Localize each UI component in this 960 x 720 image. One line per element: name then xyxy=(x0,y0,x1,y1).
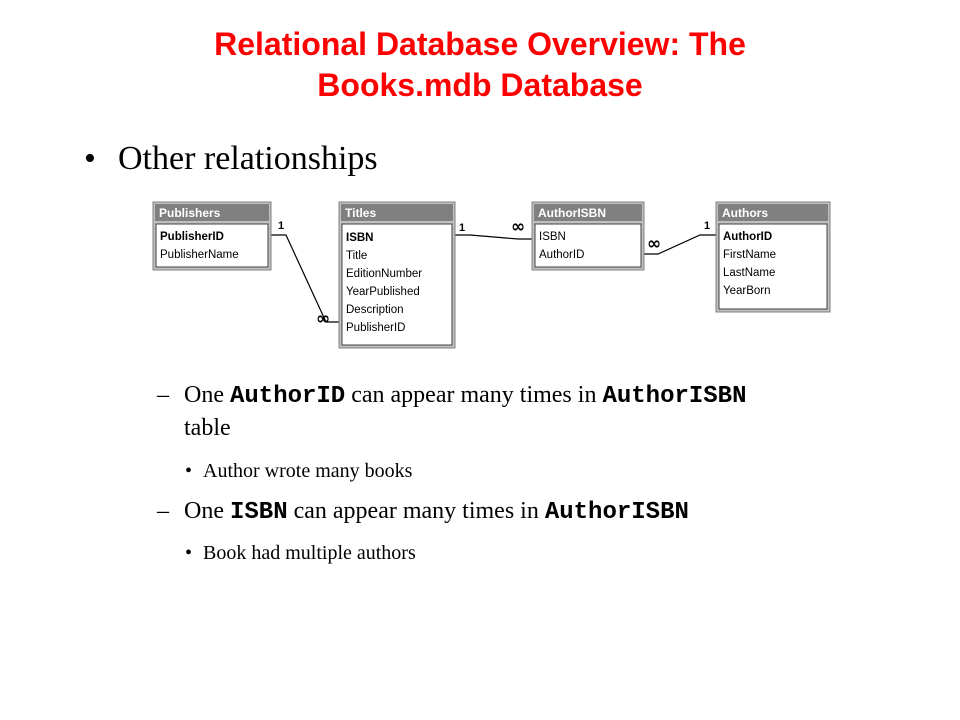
field-editionnumber: EditionNumber xyxy=(346,268,422,280)
one-label-titles: 1 xyxy=(459,222,465,234)
relation-titles-authorisbn xyxy=(455,234,532,240)
relation-authorisbn-authors xyxy=(644,234,716,255)
table-titles[interactable]: Titles ISBN Title EditionNumber YearPubl… xyxy=(338,201,456,349)
sub-bullet-isbn: –One ISBN can appear many times in Autho… xyxy=(157,497,689,527)
code-authorisbn-2: AuthorISBN xyxy=(544,499,689,526)
many-label-authorisbn-right: ∞ xyxy=(647,234,661,254)
bullet-text: Other relationships xyxy=(118,140,378,177)
dash-marker: – xyxy=(157,382,169,408)
field-publishername: PublisherName xyxy=(160,249,239,261)
bullet-dot: • xyxy=(84,140,96,177)
subsub1-text: Author wrote many books xyxy=(203,460,413,482)
sub1-mid: can appear many times in xyxy=(345,382,603,408)
subsub-book-multiple-authors: • Book had multiple authors xyxy=(185,540,416,566)
field-title: Title xyxy=(346,250,367,262)
field-publisherid: PublisherID xyxy=(160,231,224,243)
field-yearborn: YearBorn xyxy=(723,285,771,297)
code-authorisbn: AuthorISBN xyxy=(602,383,747,410)
table-publishers[interactable]: Publishers PublisherID PublisherName xyxy=(152,201,272,271)
table-title-authors: Authors xyxy=(722,206,768,220)
field-isbn-fk: ISBN xyxy=(539,231,566,243)
field-lastname: LastName xyxy=(723,267,775,279)
sub-bullet-authorid-line2: table xyxy=(157,414,231,443)
sub1-line2: table xyxy=(184,415,231,441)
table-title-titles: Titles xyxy=(345,206,376,220)
table-authors[interactable]: Authors AuthorID FirstName LastName Year… xyxy=(715,201,831,313)
sub-bullet-authorid: –One AuthorID can appear many times in A… xyxy=(157,381,746,411)
many-label-titles: ∞ xyxy=(316,309,330,329)
field-description: Description xyxy=(346,304,404,316)
bullet-dot-small: • xyxy=(185,460,193,482)
slide-title-line-1: Relational Database Overview: The xyxy=(214,26,746,62)
dash-marker: – xyxy=(157,498,169,524)
field-authorid: AuthorID xyxy=(723,231,772,243)
sub2-mid: can appear many times in xyxy=(287,498,545,524)
table-authorisbn[interactable]: AuthorISBN ISBN AuthorID xyxy=(531,201,645,271)
subsub2-text: Book had multiple authors xyxy=(203,542,416,564)
field-publisherid-fk: PublisherID xyxy=(346,322,405,334)
field-yearpublished: YearPublished xyxy=(346,286,420,298)
code-authorid: AuthorID xyxy=(229,383,346,410)
one-label-publishers: 1 xyxy=(278,220,284,232)
field-firstname: FirstName xyxy=(723,249,776,261)
slide-title: Relational Database Overview: The Books.… xyxy=(0,24,960,106)
sub1-pre: One xyxy=(184,382,230,408)
relation-publishers-titles xyxy=(271,234,339,323)
field-isbn: ISBN xyxy=(346,232,373,244)
code-isbn: ISBN xyxy=(229,499,288,526)
field-authorid-fk: AuthorID xyxy=(539,249,584,261)
relationship-diagram: 1 ∞ 1 ∞ ∞ 1 Publishers PublisherID Publi… xyxy=(152,201,831,349)
table-title-authorisbn: AuthorISBN xyxy=(538,206,606,220)
relationship-lines: 1 ∞ 1 ∞ ∞ 1 xyxy=(271,217,716,329)
one-label-authors: 1 xyxy=(704,220,710,232)
bullet-other-relationships: • Other relationships xyxy=(84,137,378,181)
many-label-authorisbn-left: ∞ xyxy=(511,217,525,237)
sub2-pre: One xyxy=(184,498,230,524)
slide-title-line-2: Books.mdb Database xyxy=(317,67,643,103)
table-title-publishers: Publishers xyxy=(159,206,221,220)
bullet-dot-small: • xyxy=(185,542,193,564)
subsub-author-wrote-many-books: • Author wrote many books xyxy=(185,458,412,484)
